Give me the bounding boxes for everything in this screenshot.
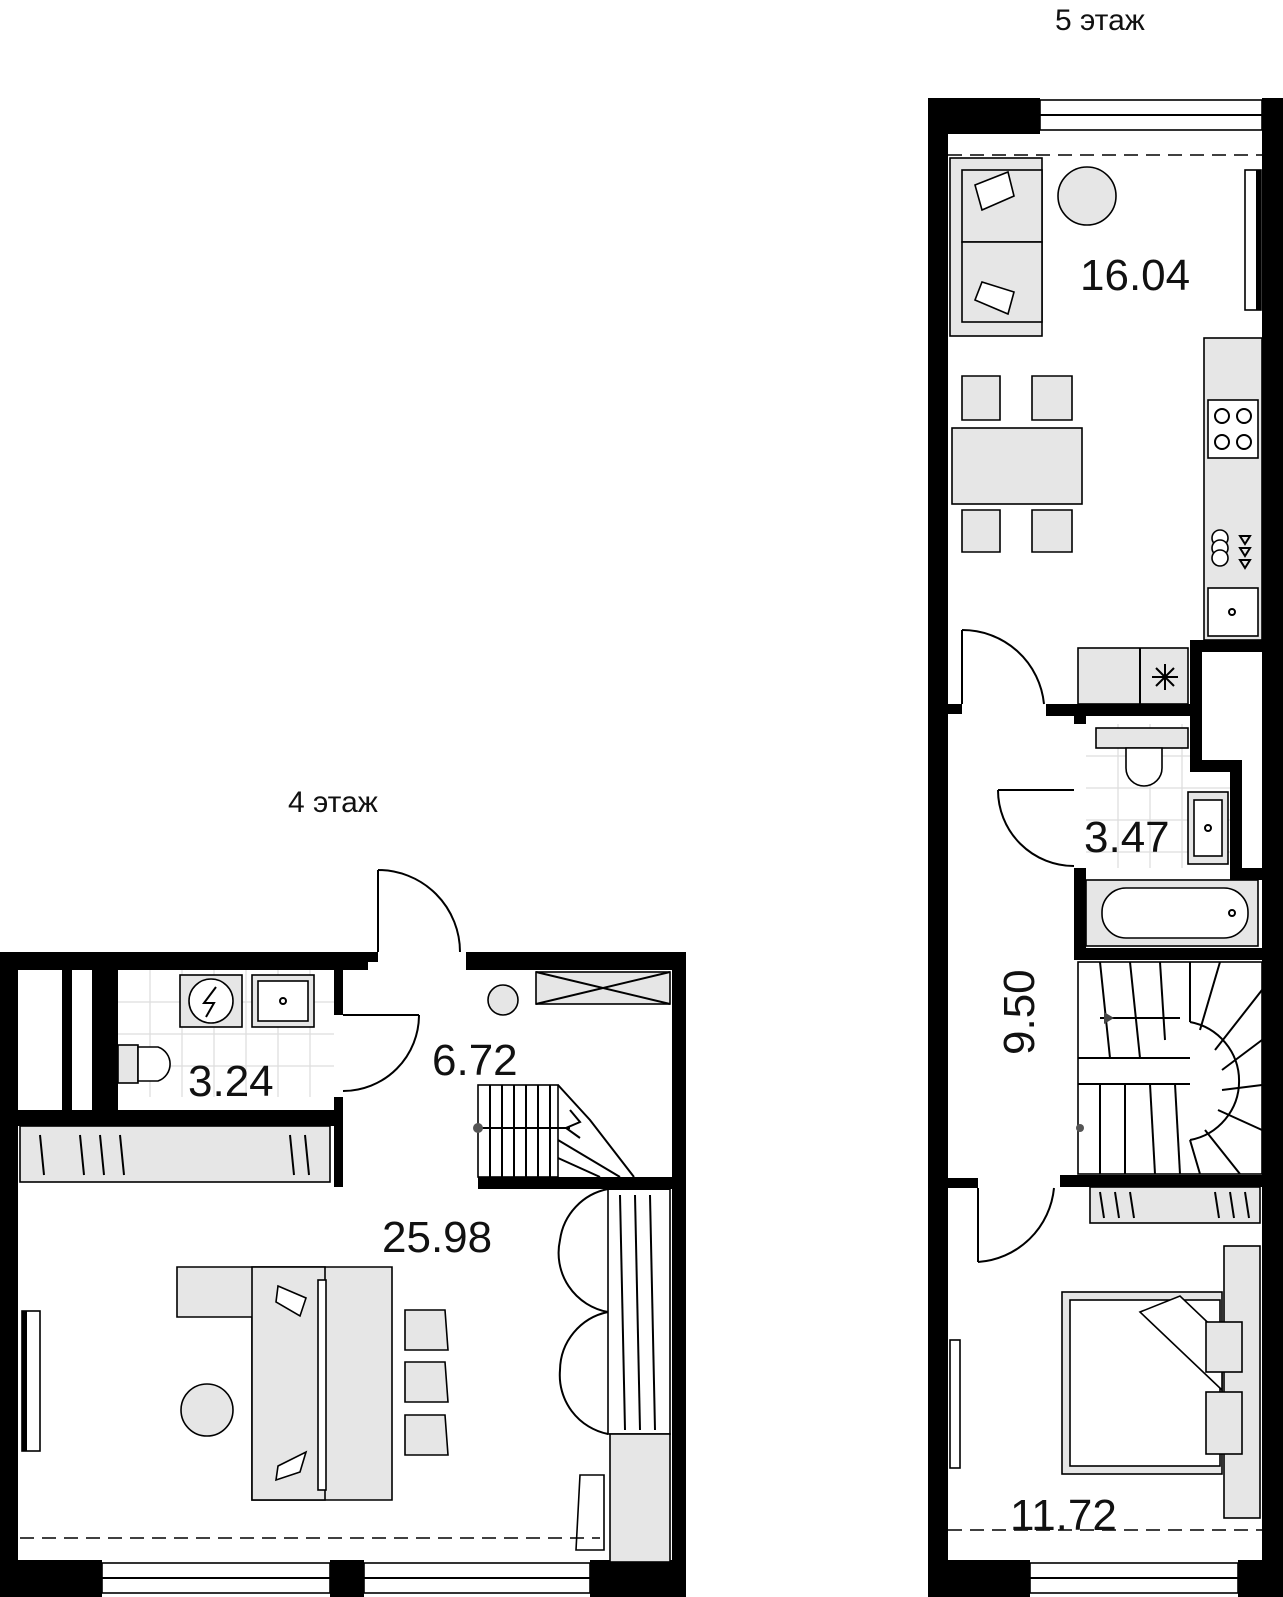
room-area-living-4: 25.98 [382, 1213, 492, 1262]
room-area-bathroom-4: 3.24 [188, 1057, 274, 1106]
room-area-hall-4: 6.72 [432, 1036, 518, 1085]
floor-5-label: 5 этаж [1055, 4, 1145, 37]
snowflake-icon [1152, 664, 1178, 690]
room-area-bathroom-5: 3.47 [1084, 813, 1170, 862]
stairs-floor-4 [473, 1084, 635, 1178]
room-area-corridor-5: 9.50 [995, 969, 1044, 1055]
floor-4-plan: 4 этаж 3.24 6.72 25.98 [0, 786, 686, 1597]
floor-5-plan: 5 этаж 16.04 3.47 9.50 11.72 [928, 4, 1283, 1597]
stairs-floor-5 [1076, 961, 1263, 1175]
room-area-bedroom-5: 11.72 [1010, 1491, 1117, 1540]
floor-4-label: 4 этаж [288, 786, 378, 819]
room-area-kitchen-living-5: 16.04 [1080, 251, 1190, 300]
cooktop-icon [1207, 399, 1259, 459]
lightning-icon [202, 986, 217, 1018]
